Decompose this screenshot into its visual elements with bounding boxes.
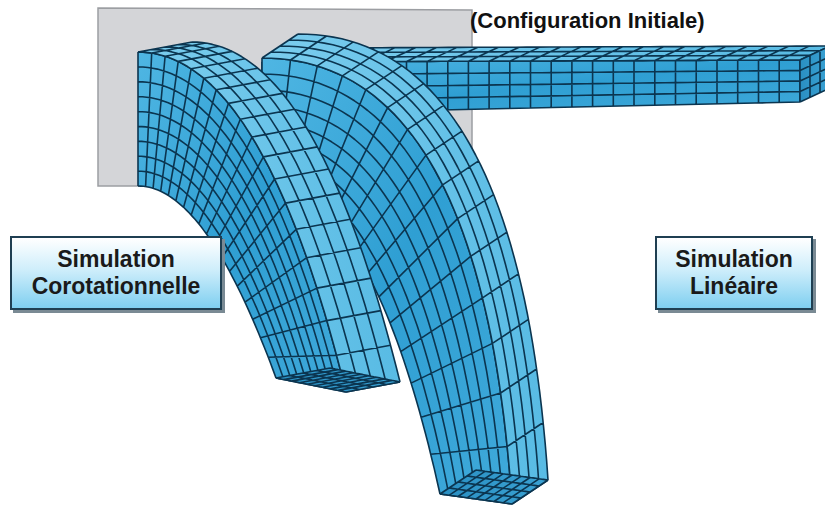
beam-meshes <box>138 34 825 504</box>
corotational-beam-outer-face-fill <box>138 42 400 392</box>
corotational-beam-outer-face-grid <box>138 42 400 392</box>
corotational-beam-end-face-fill <box>276 368 400 392</box>
initial-beam-end-face-fill <box>800 46 825 102</box>
label-box: Simulation Linéaire <box>655 236 813 310</box>
box-label: Simulation Corotationnelle <box>18 246 214 300</box>
linear-beam-end-face-fill <box>440 470 548 504</box>
configuration-label: (Configuration Initiale) <box>470 8 705 34</box>
initial-beam-end-face-grid <box>800 46 825 102</box>
label-box: Simulation Corotationnelle <box>10 236 222 310</box>
corotational-beam-end-face <box>276 368 400 392</box>
linear-beam-end-face <box>440 470 548 504</box>
corotational-beam-outer-face <box>138 42 400 392</box>
box-label: Simulation Linéaire <box>663 246 805 300</box>
initial-beam-end-face <box>800 46 825 102</box>
linear-beam-end-face-grid <box>440 470 548 504</box>
corotational-beam-end-face-grid <box>276 368 400 392</box>
